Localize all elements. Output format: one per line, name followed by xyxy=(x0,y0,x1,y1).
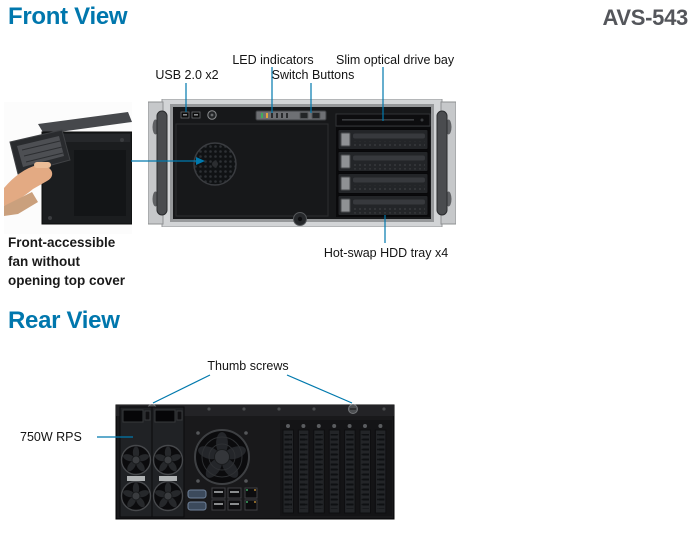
hdd-tray xyxy=(337,173,429,194)
psu-module xyxy=(151,406,185,518)
lan-port xyxy=(244,487,258,511)
label-led-indicators: LED indicators xyxy=(232,53,314,67)
handle-left xyxy=(156,110,168,216)
psu-fan xyxy=(122,482,151,511)
front-view-title: Front View xyxy=(8,3,128,30)
led-indicator xyxy=(261,113,263,118)
expansion-slot-cover xyxy=(374,424,387,514)
label-slim-optical-drive-bay: Slim optical drive bay xyxy=(336,53,455,67)
label-usb: USB 2.0 x2 xyxy=(155,68,219,82)
expansion-slot-cover xyxy=(297,424,310,514)
slim-optical-drive-bay xyxy=(335,113,431,127)
switch-button xyxy=(311,112,321,119)
label-hot-swap-hdd: Hot-swap HDD tray x4 xyxy=(323,246,449,260)
label-thumb-screws: Thumb screws xyxy=(207,359,289,373)
expansion-slot-cover xyxy=(359,424,371,514)
rear-system-fan xyxy=(194,429,250,485)
inset-hand xyxy=(4,162,53,216)
fan-door-outline xyxy=(175,123,329,217)
label-750w-rps: 750W RPS xyxy=(20,430,82,444)
usb-ports xyxy=(180,111,201,119)
expansion-slot-cover xyxy=(328,424,341,514)
expansion-slot-cover xyxy=(282,424,294,514)
rear-view-title: Rear View xyxy=(8,307,120,334)
expansion-slots xyxy=(280,420,392,516)
psu-module xyxy=(119,406,153,518)
vga-port xyxy=(187,501,207,511)
switch-button xyxy=(299,112,309,119)
usb-port xyxy=(211,487,242,511)
hdd-tray xyxy=(337,129,429,150)
vga-port xyxy=(187,489,207,499)
io-ports xyxy=(187,487,258,511)
callout-line-thumb-screw-right xyxy=(286,374,353,404)
psu-fan xyxy=(154,482,183,511)
label-switch-buttons: Switch Buttons xyxy=(271,68,355,82)
psu-fan xyxy=(154,446,183,475)
handle-right xyxy=(436,110,448,216)
hdd-tray xyxy=(337,151,429,172)
led-switch-strip xyxy=(255,110,327,121)
fan-caption: Front-accessible fan without opening top… xyxy=(8,235,126,289)
callout-line-thumb-screw-left xyxy=(152,374,211,404)
expansion-slot-cover xyxy=(344,424,356,514)
thumb-screw xyxy=(348,404,358,414)
model-number: AVS-543 xyxy=(602,5,688,30)
hdd-tray xyxy=(337,195,429,216)
front-fan-access-inset-photo xyxy=(4,102,132,234)
front-chassis-illustration xyxy=(148,99,456,227)
inset-open-door xyxy=(9,129,71,175)
led-indicator xyxy=(266,113,268,118)
inset-chassis-top xyxy=(38,112,132,134)
rear-chassis-illustration xyxy=(115,404,395,520)
expansion-slot-cover xyxy=(313,424,325,514)
psu-fan xyxy=(122,446,151,475)
